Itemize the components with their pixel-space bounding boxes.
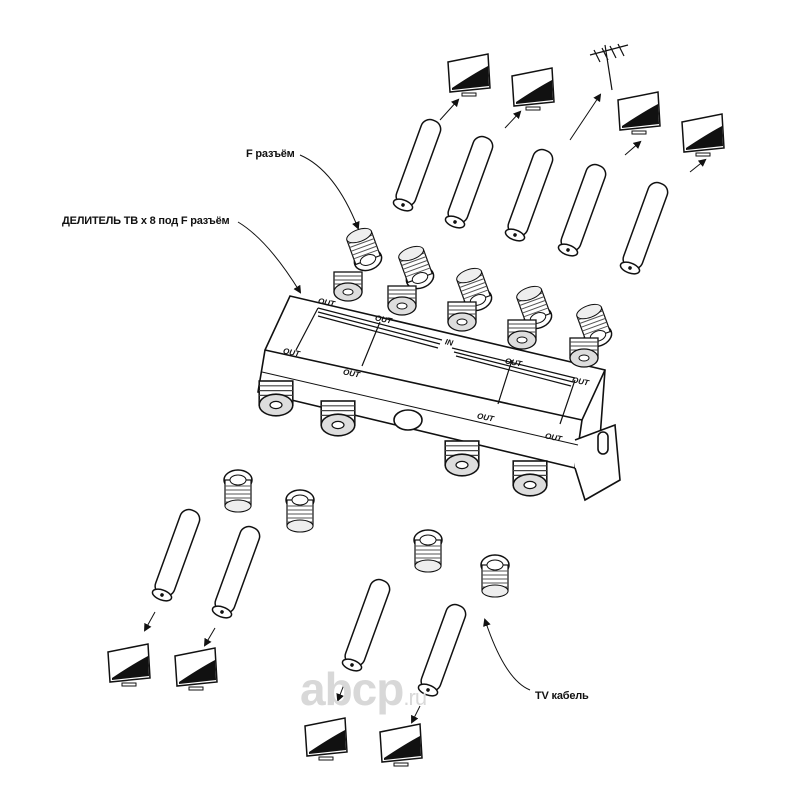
f-connector-icon: [413, 529, 443, 573]
port-icon: [507, 319, 537, 350]
tv-icon: [107, 643, 151, 687]
antenna-icon: [589, 43, 629, 91]
cable-icon: [391, 116, 444, 214]
arrow-icon: [144, 154, 531, 724]
cable-icon: [340, 576, 393, 674]
port-icon: [444, 440, 480, 477]
label-splitter: ДЕЛИТЕЛЬ ТВ x 8 под F разъём: [62, 215, 230, 227]
cable-icon: [210, 523, 263, 621]
port-icon: [569, 337, 599, 368]
splitter-body: [257, 295, 621, 502]
cable-icon: [503, 146, 556, 244]
tv-icon: [617, 91, 661, 135]
label-f-connector: F разъём: [246, 148, 295, 160]
port-icon: [320, 400, 356, 437]
f-connector-icon: [480, 554, 510, 598]
port-icon: [512, 460, 548, 497]
f-connector-icon: [285, 489, 315, 533]
f-connector-icon: [343, 224, 386, 275]
tv-icon: [681, 113, 725, 157]
port-icon: [333, 271, 363, 302]
cable-icon: [443, 133, 496, 231]
tv-icon: [511, 67, 555, 111]
label-tv-cable: TV кабель: [535, 690, 589, 702]
tv-icon: [447, 53, 491, 97]
arrow-icon: [439, 93, 707, 173]
cable-icon: [618, 179, 671, 277]
watermark: abcp.ru: [300, 663, 427, 715]
f-connector-icon: [395, 242, 438, 293]
f-connector-icon: [223, 469, 253, 513]
tv-icon: [304, 717, 348, 761]
port-icon: [447, 301, 477, 332]
port-icon: [387, 285, 417, 316]
cable-icon: [556, 161, 609, 259]
port-icon: [258, 380, 294, 417]
tv-icon: [174, 647, 218, 691]
tv-icon: [379, 723, 423, 767]
cable-icon: [150, 506, 203, 604]
